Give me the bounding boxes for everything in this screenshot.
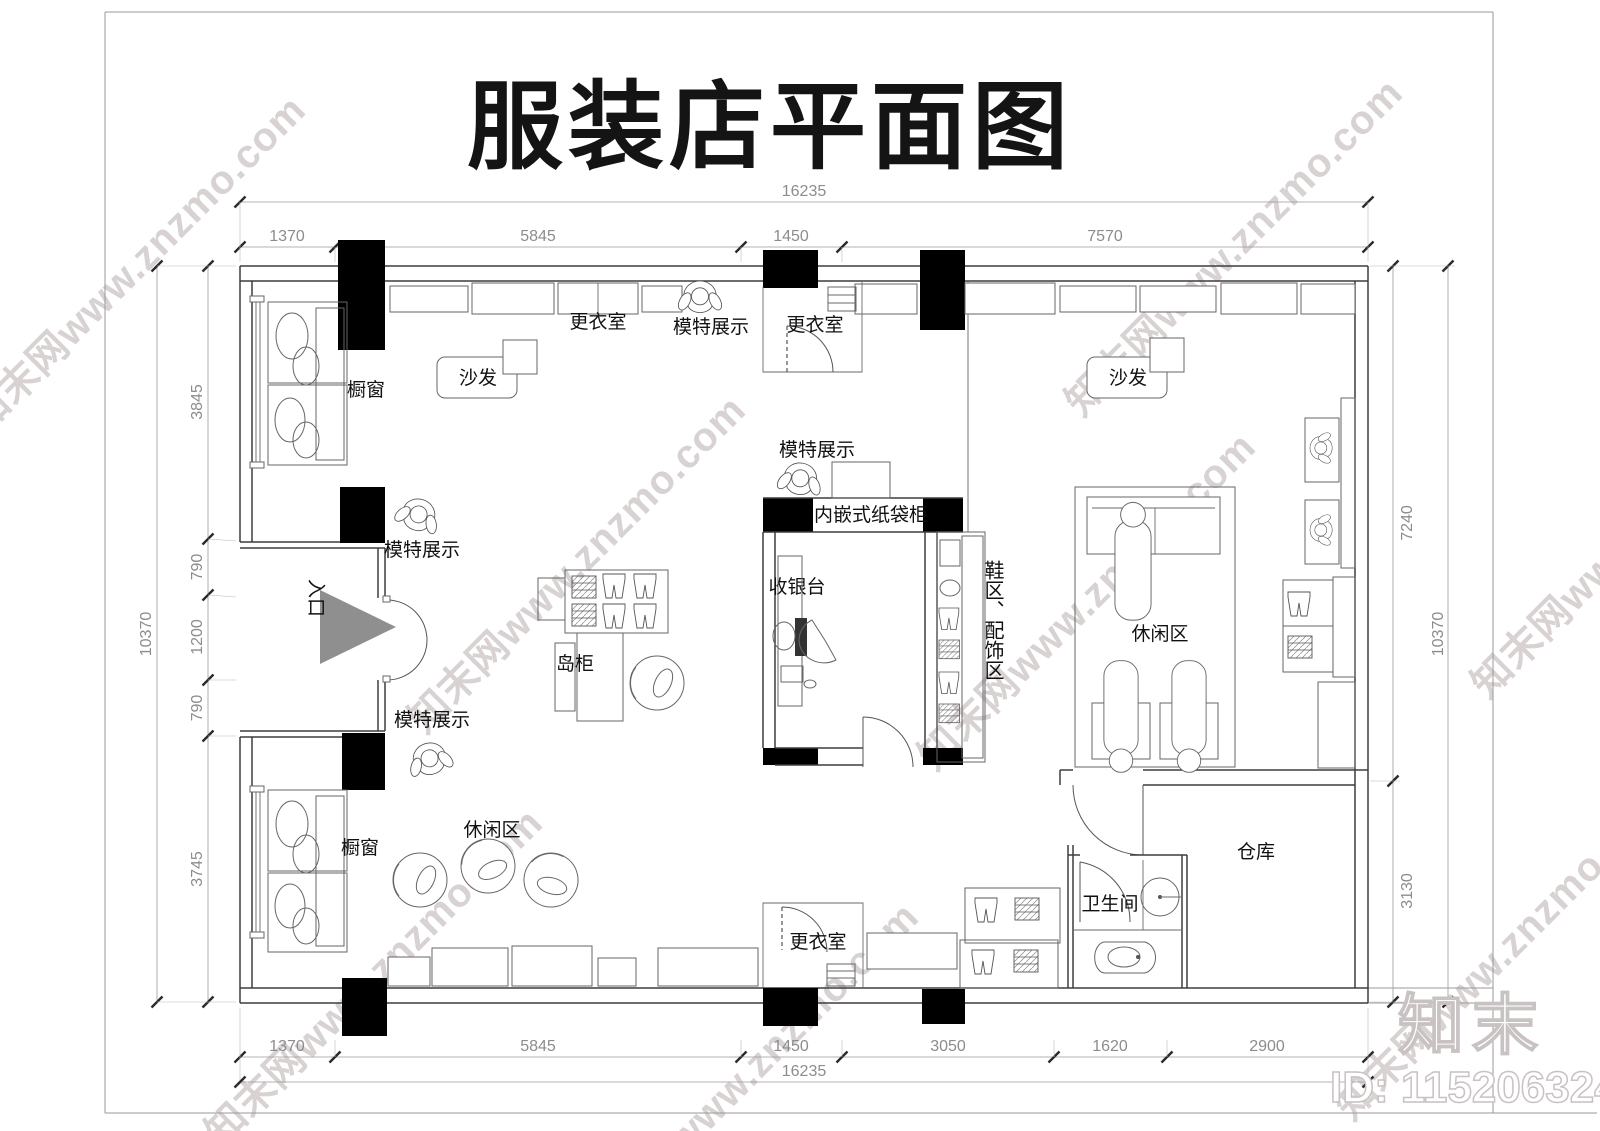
- dim-bottom-seg: 5845: [520, 1038, 556, 1055]
- display-window-bottom: 橱窗: [267, 789, 379, 953]
- island-cabinet-label: 岛柜: [556, 653, 594, 675]
- dim-left-seg: 3845: [189, 384, 206, 420]
- mannequin-display-top: 模特展示: [673, 280, 749, 338]
- shoe-accessory-rack: 鞋区、配饰区: [936, 531, 1004, 763]
- dim-bottom-seg: 1370: [269, 1038, 305, 1055]
- dim-left-seg: 3745: [189, 851, 206, 887]
- leisure-area-left: 休闲区: [392, 819, 583, 912]
- fitting-room-bottom: 更衣室: [762, 902, 864, 988]
- fitting-room-label: 更衣室: [789, 931, 846, 953]
- right-wall-racks: [1282, 397, 1356, 769]
- dim-top-total: 16235: [782, 183, 827, 200]
- dim-top-seg: 1370: [269, 228, 305, 245]
- mannequin-display-label: 模特展示: [384, 539, 460, 561]
- sofa-left: 沙发: [436, 339, 538, 399]
- dim-top-seg: 5845: [520, 228, 556, 245]
- image-id: ID: 1152063247: [1330, 1063, 1600, 1112]
- dim-left-seg: 790: [189, 554, 206, 581]
- fitting-room-top: 更衣室: [762, 281, 863, 373]
- display-window-label: 橱窗: [347, 379, 385, 401]
- warehouse-label: 仓库: [1237, 841, 1275, 863]
- watermark-text: 知末网www.znzmo.com: [910, 424, 1264, 778]
- watermark-text: 知末网www.znzmo.com: [573, 894, 927, 1131]
- bag-cabinet-label: 内嵌式纸袋柜: [814, 504, 928, 526]
- keyboard-icon: [780, 665, 804, 683]
- dim-right-total: 10370: [1430, 612, 1447, 657]
- entrance-label: 入口: [305, 579, 326, 617]
- mannequin-display-label: 模特展示: [779, 439, 855, 461]
- leisure-area-right: 休闲区: [1074, 486, 1236, 773]
- mannequin-display-center: 模特展示: [773, 439, 855, 499]
- bathroom: 卫生间: [1067, 845, 1188, 988]
- cashier-label: 收银台: [768, 576, 825, 598]
- brand-block: 知末 ID: 1152063247: [1329, 987, 1600, 1113]
- sofa-label: 沙发: [459, 367, 497, 389]
- structural-columns: [338, 240, 965, 1036]
- dim-bottom-seg: 2900: [1249, 1038, 1285, 1055]
- dimension-layer: 16235 1370 5845 1450 7570 10370 3845 790…: [138, 183, 1455, 1089]
- leisure-area-label: 休闲区: [463, 819, 520, 841]
- fitting-room-label: 更衣室: [569, 311, 626, 333]
- warehouse: 仓库: [1072, 784, 1275, 863]
- bottom-wall-racks: [387, 887, 1061, 989]
- dim-top-seg: 1450: [773, 228, 809, 245]
- dim-top-seg: 7570: [1087, 228, 1123, 245]
- dim-left-seg: 1200: [189, 619, 206, 655]
- dim-left-seg: 790: [189, 695, 206, 722]
- mannequin-display-label: 模特展示: [673, 316, 749, 338]
- entrance: 入口: [305, 579, 428, 683]
- watermark-text: 知末网www.znzmo.com: [1463, 352, 1600, 706]
- cashier-room: 内嵌式纸袋柜 收银台: [762, 461, 963, 768]
- monitor-icon: [795, 618, 807, 656]
- mannequin-display-label: 模特展示: [394, 709, 470, 731]
- sofa-right: 沙发: [1086, 337, 1185, 399]
- dim-bottom-seg: 1620: [1092, 1038, 1128, 1055]
- toilet-icon: [1094, 941, 1156, 974]
- brand-logo: 知末: [1398, 988, 1546, 1062]
- dim-bottom-seg: 1450: [773, 1038, 809, 1055]
- mannequin-display-left-low: 模特展示: [394, 709, 470, 781]
- island-cabinet: 岛柜: [537, 569, 685, 722]
- drawing-title: 服装店平面图: [467, 74, 1073, 181]
- mannequin-display-left-mid: 模特展示: [384, 491, 460, 561]
- shoe-accessory-label: 鞋区、配饰区: [981, 560, 1004, 680]
- entrance-arrow-icon: [320, 590, 396, 664]
- cashier-person-icon: [772, 621, 796, 651]
- customer-icon: [798, 619, 837, 664]
- mouse-icon: [803, 679, 817, 689]
- bathroom-label: 卫生间: [1081, 893, 1138, 915]
- dim-right-seg: 3130: [1399, 873, 1416, 909]
- display-window-label: 橱窗: [341, 837, 379, 859]
- page-frame: [104, 11, 1597, 1114]
- fitting-room-label: 更衣室: [786, 314, 843, 336]
- leisure-area-label: 休闲区: [1131, 623, 1188, 645]
- dim-right-seg: 7240: [1399, 505, 1416, 541]
- sofa-label: 沙发: [1109, 367, 1147, 389]
- dim-left-total: 10370: [138, 612, 155, 657]
- top-wall-racks: [389, 282, 1356, 315]
- dim-bottom-seg: 3050: [930, 1038, 966, 1055]
- dim-bottom-total: 16235: [782, 1063, 827, 1080]
- display-window-top: 橱窗: [267, 301, 385, 466]
